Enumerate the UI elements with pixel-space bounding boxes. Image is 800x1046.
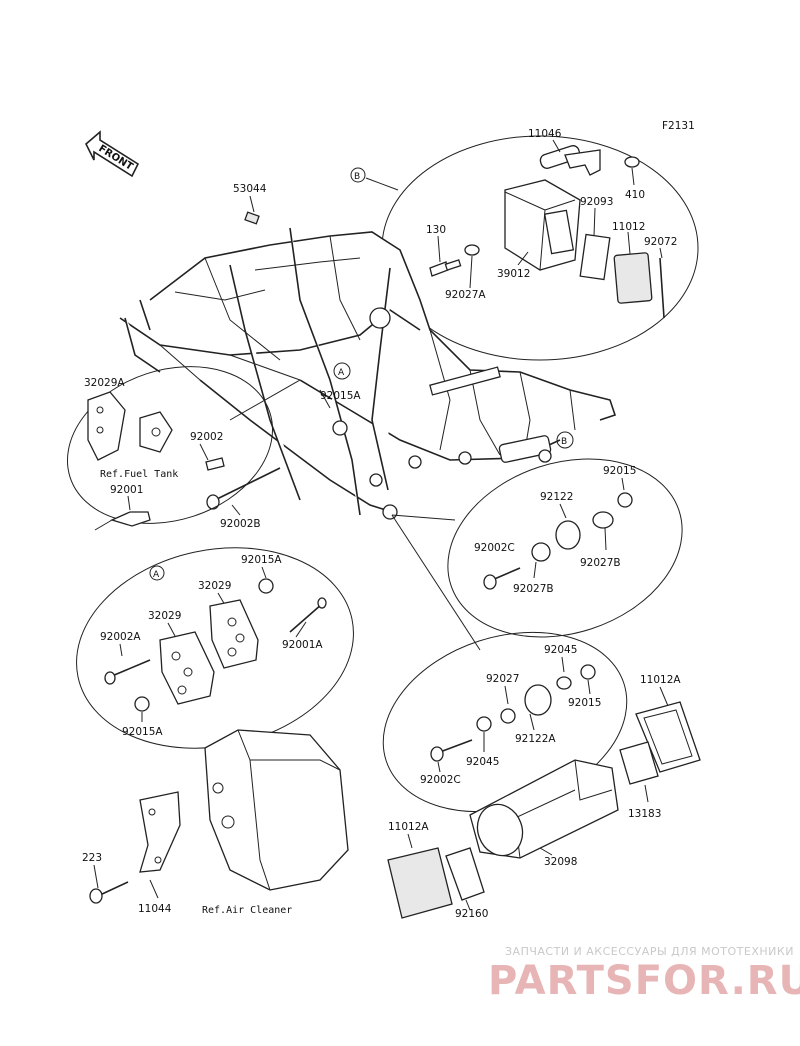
part-13183: 13183 [628, 808, 661, 820]
callout-b-upper: B [354, 172, 360, 182]
part-92072: 92072 [644, 236, 677, 248]
detail-fuel-tank: 32029A 92002 Ref.Fuel Tank 92001 [66, 366, 301, 531]
part-92001: 92001 [110, 484, 143, 496]
part-92002c-upper: 92002C [474, 542, 515, 554]
part-11012a-right: 11012A [640, 674, 681, 686]
part-223: 223 [82, 852, 102, 864]
part-92122: 92122 [540, 491, 573, 503]
part-92002: 92002 [190, 431, 223, 443]
watermark-tagline: ЗАПЧАСТИ И АКСЕССУАРЫ ДЛЯ МОТОТЕХНИКИ [505, 945, 794, 958]
detail-group-a: A 92015A 32029 32029 92002A 92001A 92015… [76, 547, 354, 749]
callout-b-frame: B [561, 437, 567, 447]
part-92015a-upper: 92015A [241, 554, 282, 566]
part-92160: 92160 [455, 908, 488, 920]
watermark-brand: PARTSFOR.RU [488, 958, 800, 1004]
part-92045-lower: 92045 [466, 756, 499, 768]
callout-a-frame: A [338, 368, 345, 378]
main-frame: A B 92015A 92002B [119, 227, 617, 651]
detail-mount-lower: 92045 92015 92027 92122A 92045 92002C [382, 631, 628, 813]
part-11046: 11046 [528, 128, 562, 140]
part-130: 130 [426, 224, 446, 236]
part-32098: 32098 [544, 856, 577, 868]
part-53044: 53044 [233, 183, 267, 195]
ref-fuel-tank: Ref.Fuel Tank [100, 469, 178, 480]
part-92002c-lower: 92002C [420, 774, 461, 786]
part-11044: 11044 [138, 903, 172, 915]
front-arrow-icon: FRONT [85, 130, 140, 178]
part-92001a: 92001A [282, 639, 323, 651]
air-duct-group: 11012A 13183 32098 11012A 92160 [387, 674, 701, 920]
part-92002a: 92002A [100, 631, 141, 643]
part-92093: 92093 [580, 196, 613, 208]
part-92015-upper: 92015 [603, 465, 636, 477]
part-11012: 11012 [612, 221, 645, 233]
part-92015a-frame: 92015A [320, 390, 361, 402]
clip-53044: 53044 [233, 183, 267, 225]
part-92027b-right: 92027B [580, 557, 621, 569]
part-39012: 39012 [497, 268, 530, 280]
air-cleaner: Ref.Air Cleaner 11044 223 [82, 729, 349, 916]
callout-a-lower: A [153, 570, 160, 580]
part-92027: 92027 [486, 673, 519, 685]
part-92027b-lower: 92027B [513, 583, 554, 595]
part-410: 410 [625, 189, 645, 201]
part-32029-upper: 32029 [198, 580, 231, 592]
detail-mount-upper: 92015 92122 92027B 92002C 92027B [447, 458, 683, 638]
figure-code: F2131 [662, 120, 695, 132]
part-92002b: 92002B [220, 518, 261, 530]
part-11012a-left: 11012A [388, 821, 429, 833]
part-32029a: 32029A [84, 377, 125, 389]
part-92015-lower: 92015 [568, 697, 601, 709]
part-92122a: 92122A [515, 733, 556, 745]
part-92027a: 92027A [445, 289, 486, 301]
watermark: ЗАПЧАСТИ И АКСЕССУАРЫ ДЛЯ МОТОТЕХНИКИ PA… [488, 945, 800, 1004]
part-32029-lower: 32029 [148, 610, 181, 622]
ref-air-cleaner: Ref.Air Cleaner [202, 905, 292, 916]
part-92045-upper: 92045 [544, 644, 577, 656]
part-92015a-lower: 92015A [122, 726, 163, 738]
